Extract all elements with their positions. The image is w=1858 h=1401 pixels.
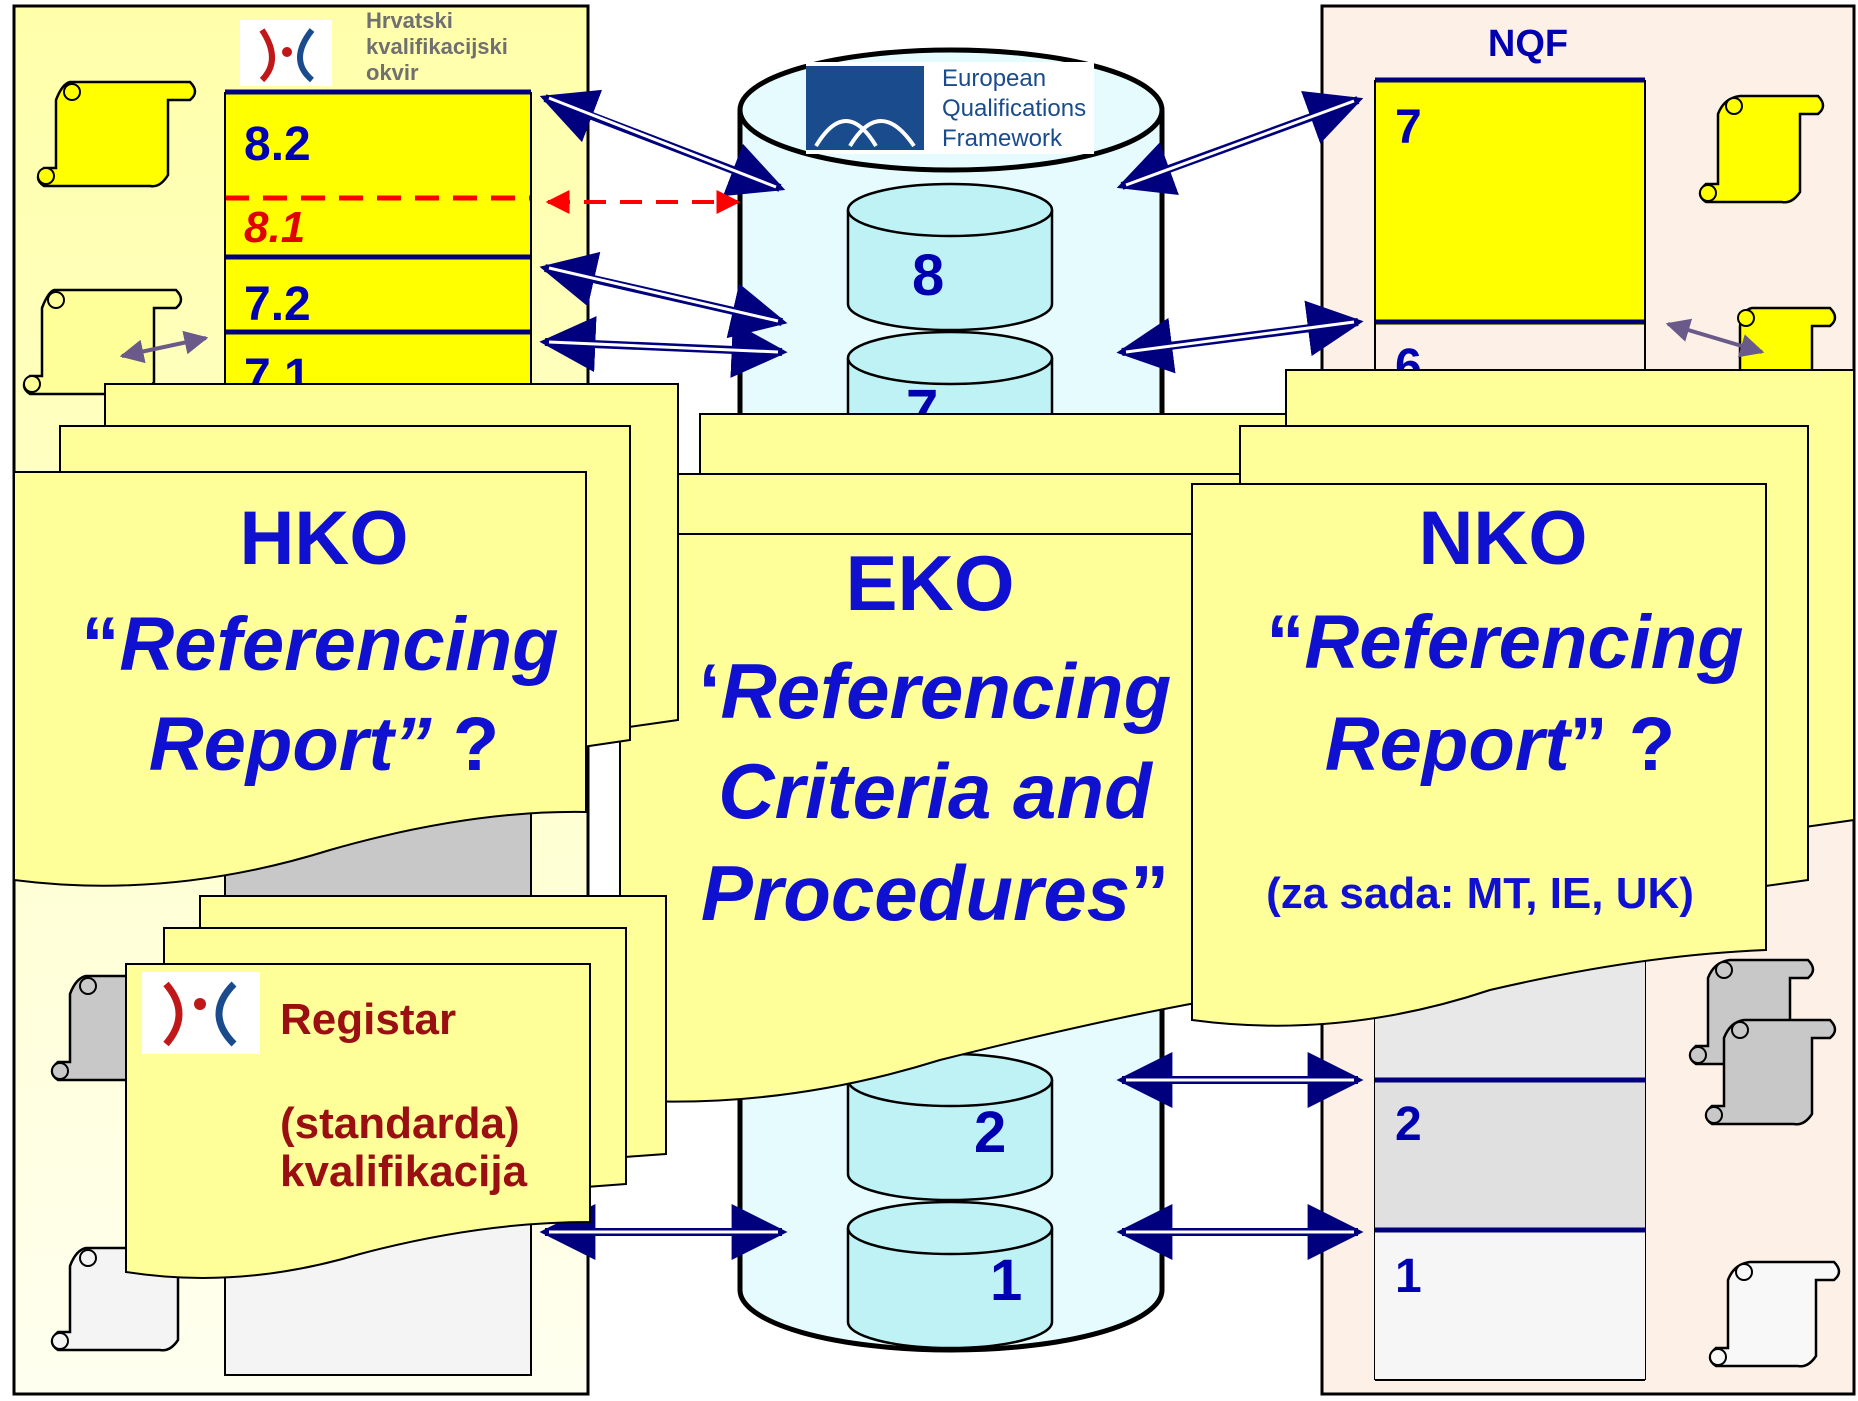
hko-doc-line2-open: “: [81, 602, 119, 687]
scroll-icon: [1708, 1260, 1841, 1368]
eko-line2-italic: Referencing: [720, 647, 1171, 735]
mapping-arrows: [119, 89, 1765, 1260]
nko-doc-line3: Report” ?: [1325, 702, 1675, 787]
hko-title-line2: kvalifikacijski: [366, 34, 508, 59]
eko-line4-close: ”: [1130, 849, 1169, 937]
arrow-hko-8-2: [539, 89, 786, 197]
hko-level-8-2: 8.2: [244, 118, 311, 171]
scroll-icon: [36, 80, 197, 188]
hko-doc-line3-tail: ?: [432, 702, 500, 787]
arrow-small-right: [1665, 318, 1765, 358]
nko-document-stack: NKO “Referencing Report” ? (za sada: MT,…: [1191, 369, 1855, 1027]
hko-level-column: [225, 92, 531, 392]
hko-title-line1: Hrvatski: [366, 8, 453, 33]
eqf-logo-line2: Qualifications: [942, 95, 1086, 122]
registar-title: Registar: [280, 995, 456, 1044]
nko-doc-line3-close: ”: [1570, 702, 1608, 787]
hko-doc-line2-italic: Referencing: [119, 602, 558, 687]
arrow-hko-7-1: [539, 316, 788, 378]
arrow-eqf-nqf-6: [1116, 300, 1364, 374]
registar-line2: (standarda): [280, 1099, 520, 1148]
nqf-level-1: 1: [1395, 1250, 1422, 1303]
eko-line4-italic: Procedures: [701, 849, 1130, 937]
registar-document-stack: Registar (standarda) kvalifikacija: [125, 895, 667, 1279]
hko-level-7-2: 7.2: [244, 278, 311, 331]
nko-doc-line2-open: “: [1266, 600, 1304, 685]
eqf-logo-line3: Framework: [942, 125, 1063, 152]
scroll-icon: [1698, 94, 1825, 204]
hko-doc-title: HKO: [240, 496, 409, 581]
nko-doc-line3-italic: Report: [1325, 702, 1573, 787]
nqf-level-2: 2: [1395, 1098, 1422, 1151]
arrow-hko-7-2: [539, 251, 788, 339]
hko-doc-line3: Report” ?: [149, 702, 499, 787]
arrow-small-left: [119, 330, 209, 364]
nko-doc-line2: “Referencing: [1266, 600, 1743, 685]
eko-line4: Procedures”: [701, 849, 1169, 937]
hko-doc-line3-italic: Report”: [149, 702, 432, 787]
registar-logo: [142, 972, 260, 1054]
eqf-level-8-cylinder: 8: [846, 182, 1054, 332]
nko-doc-line3-tail: ?: [1608, 702, 1676, 787]
scroll-icon: [1704, 1018, 1837, 1126]
hko-document-stack: HKO “Referencing Report” ?: [13, 383, 679, 887]
eqf-logo: European Qualifications Framework: [806, 62, 1094, 154]
eko-line2: ‘Referencing: [699, 647, 1171, 735]
hko-logo: [240, 20, 332, 86]
hko-doc-line2: “Referencing: [81, 602, 558, 687]
eqf-level-2: 2: [974, 1100, 1006, 1165]
eko-line2-open: ‘: [699, 647, 721, 735]
eko-title: EKO: [845, 539, 1014, 627]
nko-doc-line4: (za sada: MT, IE, UK): [1266, 869, 1694, 918]
eqf-level-1: 1: [990, 1248, 1022, 1313]
hko-title-line3: okvir: [366, 60, 419, 85]
registar-line3: kvalifikacija: [280, 1147, 528, 1196]
hko-level-8-1: 8.1: [244, 203, 305, 252]
arrow-eqf-nqf-7: [1116, 90, 1364, 196]
eqf-level-1-cylinder: 1: [846, 1200, 1054, 1350]
nko-doc-line2-italic: Referencing: [1304, 600, 1743, 685]
nko-doc-title: NKO: [1419, 496, 1588, 581]
nqf-title: NQF: [1488, 23, 1568, 65]
eqf-logo-line1: European: [942, 65, 1046, 92]
eko-line3: Criteria and: [718, 747, 1153, 835]
eqf-level-2-cylinder: 2: [846, 1052, 1054, 1202]
nqf-level-7: 7: [1395, 101, 1422, 154]
eko-document-stack: EKO ‘Referencing Criteria and Procedures…: [619, 413, 1293, 1103]
eqf-level-8: 8: [912, 243, 944, 308]
